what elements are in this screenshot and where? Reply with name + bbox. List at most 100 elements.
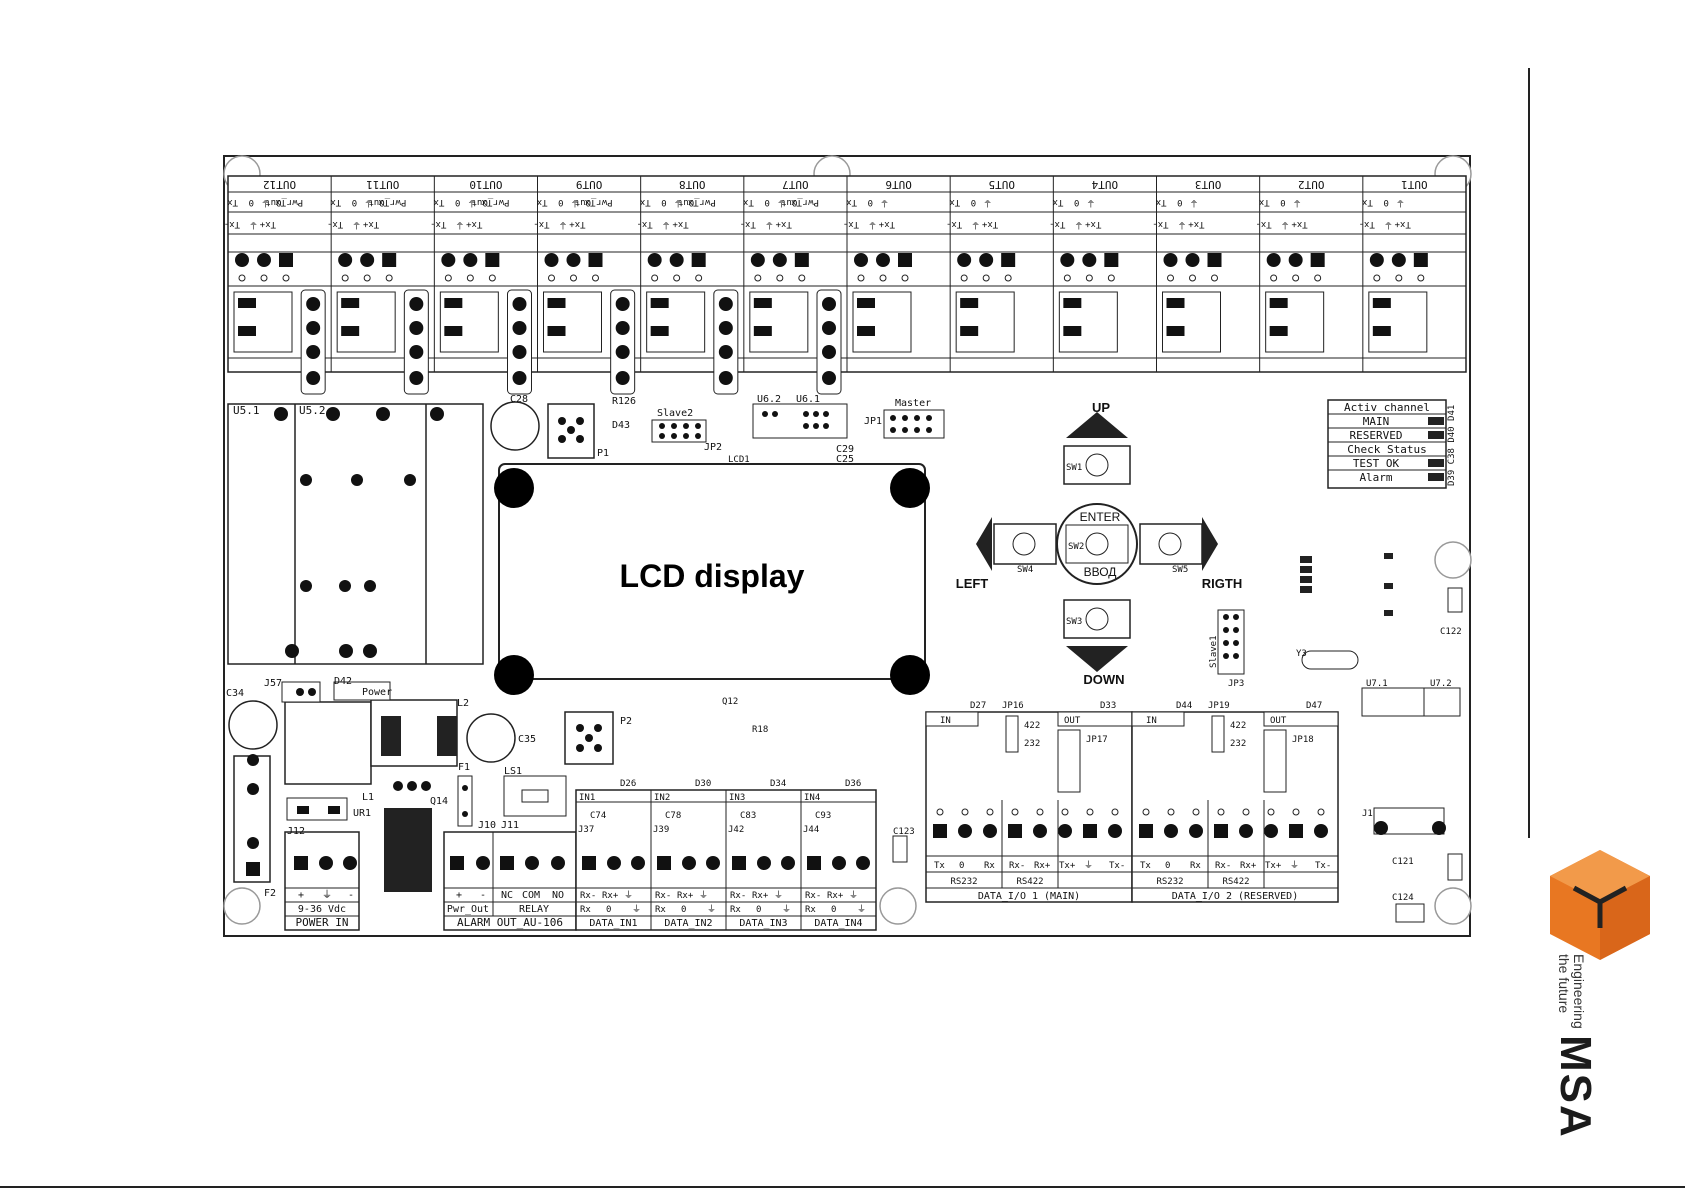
slave1-pins <box>1223 614 1239 659</box>
power-pin-gnd: ⏚ <box>322 889 332 901</box>
mode-232-label: 232 <box>1230 739 1246 749</box>
c25-label: C25 <box>836 454 854 465</box>
data-io-jumper-label: JP16 <box>1002 701 1024 711</box>
output-pin-label: 0 <box>661 197 666 207</box>
terminal-hole <box>651 274 659 282</box>
output-pin-label: ⏚ <box>1189 197 1198 208</box>
terminal-pin <box>1266 253 1281 267</box>
fuse-pin <box>306 321 321 335</box>
output-pin-label: Tx <box>330 197 341 207</box>
power-pin-minus: - <box>348 890 354 901</box>
j1-pin <box>1374 821 1388 835</box>
right-label: RIGTH <box>1202 576 1242 591</box>
output-group-label: OUT3 <box>1195 178 1222 191</box>
f1-label: F1 <box>458 762 470 773</box>
output-pin-label: Tx <box>742 197 753 207</box>
jumper <box>753 326 772 336</box>
data-io-pin-label: ⏚ <box>1290 860 1299 871</box>
jumper <box>238 298 256 308</box>
mode-jumper[interactable] <box>1211 715 1225 753</box>
down-arrow-icon <box>1066 646 1128 672</box>
terminal-hole <box>901 274 909 282</box>
power-pin-plus: + <box>298 890 304 901</box>
output-group-label: OUT12 <box>263 178 296 191</box>
terminal-pin <box>807 856 821 870</box>
rs422-label: RS422 <box>1016 877 1043 887</box>
fuse-pin <box>512 345 527 359</box>
p2-label: P2 <box>620 716 632 727</box>
output-pin-label: Tx- <box>1152 219 1168 229</box>
output-pin-label: Tx+ <box>672 219 689 229</box>
terminal-pin <box>1391 253 1406 267</box>
output-pin-label: 0 <box>1074 197 1079 207</box>
jumper <box>444 298 463 308</box>
terminal-hole <box>1167 808 1175 816</box>
j11-label: J11 <box>501 820 519 831</box>
data-in-cap-label: C93 <box>815 811 831 821</box>
terminal-pin <box>794 253 809 267</box>
data-in-led-label: D34 <box>770 779 786 789</box>
output-pin-label: Tx- <box>1049 219 1065 229</box>
alarm-section <box>443 775 577 931</box>
u62-label: U6.2 <box>757 394 781 405</box>
terminal-hole <box>936 808 944 816</box>
terminal-pin <box>876 253 890 267</box>
enter-label: ENTER <box>1080 510 1121 524</box>
fuse-pin <box>718 345 733 359</box>
alarm-pwr-out: Pwr_Out <box>447 904 489 915</box>
terminal-pin <box>669 253 684 267</box>
sw1-label: SW1 <box>1066 463 1082 473</box>
terminal-hole <box>798 274 806 282</box>
p1-label: P1 <box>597 448 609 459</box>
u52-label: U5.2 <box>299 404 326 417</box>
output-pin-label: ⏚ <box>352 219 361 230</box>
output-pin-label: ⏚ <box>662 219 671 230</box>
status-panel <box>1327 399 1447 489</box>
up-button-cap <box>1085 453 1109 477</box>
terminal-hole <box>879 274 887 282</box>
terminal-hole <box>1314 274 1322 282</box>
l2-label: L2 <box>457 698 469 709</box>
output-pin-label: Tx- <box>533 219 549 229</box>
data-in-pin-label: Rx <box>805 905 816 915</box>
data-in-title: DATA_IN4 <box>814 918 862 929</box>
terminal-hole <box>1373 274 1381 282</box>
terminal-pin <box>757 856 771 870</box>
terminal-pin <box>544 253 559 267</box>
data-io-jumper-label: JP17 <box>1086 735 1108 745</box>
jumper <box>444 326 463 336</box>
power-led-label: Power <box>362 687 392 698</box>
fuse-pin <box>822 321 836 335</box>
terminal-hole <box>592 274 599 282</box>
c35-label: C35 <box>518 734 536 745</box>
terminal-pin <box>463 253 478 267</box>
output-pin-label: Tx+ <box>1084 219 1101 229</box>
sw5-label: SW5 <box>1172 565 1188 575</box>
j12-label: J12 <box>287 826 305 837</box>
f2-label: F2 <box>264 888 276 899</box>
terminal-hole <box>1111 808 1119 816</box>
jumper <box>1166 326 1185 336</box>
output-pin-label: Tx <box>687 197 698 207</box>
mode-jumper[interactable] <box>1005 715 1019 753</box>
data-in-title: DATA_IN3 <box>739 918 787 929</box>
r126-label: R126 <box>612 396 636 407</box>
terminal-hole <box>982 274 990 282</box>
c123-label: C123 <box>893 827 915 837</box>
fuse-pin <box>615 345 630 359</box>
terminal-hole <box>282 274 290 282</box>
terminal-hole <box>1004 274 1012 282</box>
terminal-pin <box>607 856 621 870</box>
output-pwr-label: Pwr_Out <box>678 197 716 207</box>
status-row-main: MAIN <box>1363 415 1390 428</box>
terminal-pin <box>1082 253 1097 267</box>
terminal-hole <box>1292 274 1300 282</box>
data-io-pin-label: Rx- <box>1215 861 1231 871</box>
u51-label: U5.1 <box>233 404 260 417</box>
data-in-pin-label: ⏚ <box>782 904 791 915</box>
output-pwr-label: Pwr_Out <box>368 197 406 207</box>
rs232-label: RS232 <box>1156 877 1183 887</box>
output-pin-label: 0 <box>455 197 460 207</box>
fuse-pin <box>306 297 321 311</box>
